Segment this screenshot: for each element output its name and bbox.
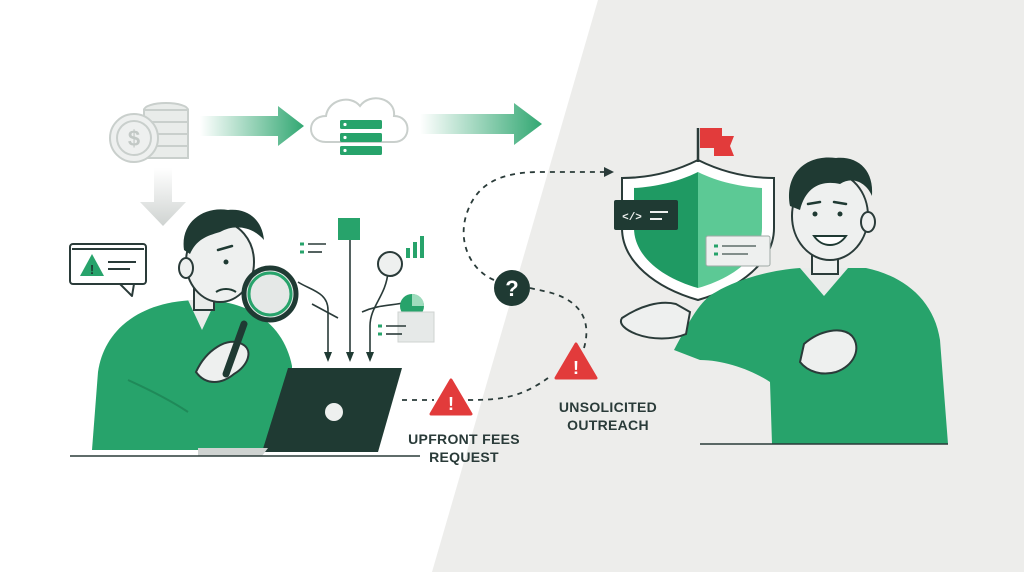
question-mark-icon: ? [505, 276, 518, 301]
code-symbol-icon: </> [622, 212, 642, 224]
unsolicited-outreach-line2: OUTREACH [567, 417, 649, 433]
magnifying-glass-icon [222, 265, 299, 378]
question-mark-badge [494, 270, 530, 306]
upfront-fees-line1: UPFRONT FEES [408, 431, 520, 447]
warning-message-bubble [69, 243, 147, 297]
list-lines-icon [300, 242, 326, 254]
unsolicited-outreach-line1: UNSOLICITED [558, 399, 658, 415]
unsolicited-outreach-label: UNSOLICITED OUTREACH [546, 398, 670, 434]
warning-triangle-unsolicited [554, 342, 598, 380]
warning-unsolicited-mark-icon: ! [573, 358, 579, 378]
coin-symbol-icon: $ [128, 126, 140, 151]
red-flag-icon [696, 128, 734, 162]
coins-stack-icon [109, 102, 189, 163]
flow-arrow-2 [420, 103, 542, 145]
dashed-path-arrowhead [604, 167, 614, 177]
bubble-warning-mark-icon: ! [90, 262, 94, 277]
down-arrow [140, 168, 186, 226]
data-connector-lines [297, 240, 409, 354]
code-window-icon [614, 200, 678, 230]
upfront-fees-line2: REQUEST [429, 449, 499, 465]
cloud-server-icon [310, 97, 409, 155]
confident-man-figure [620, 157, 948, 444]
flow-arrow-1 [200, 106, 304, 146]
text-card-icon [705, 235, 771, 267]
node-circle-icon [377, 251, 403, 277]
upfront-fees-label: UPFRONT FEES REQUEST [398, 430, 530, 466]
dashed-path [402, 171, 604, 401]
bar-chart-icon [406, 236, 424, 258]
document-card-icon [378, 311, 435, 343]
connector-plugs [324, 352, 374, 362]
warning-upfront-mark-icon: ! [448, 394, 454, 414]
laptop-icon [198, 368, 402, 456]
warning-triangle-upfront-fees [429, 378, 473, 416]
node-green-square-icon [338, 218, 360, 240]
